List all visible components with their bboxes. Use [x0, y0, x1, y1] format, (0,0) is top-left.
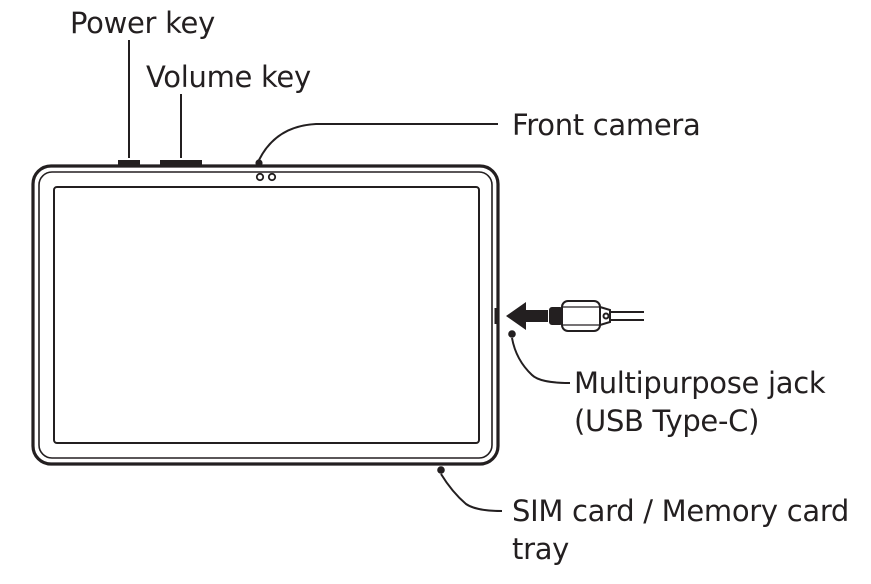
tablet [31, 164, 500, 466]
power-key-label: Power key [70, 6, 215, 40]
sim-card-tray-label-line1: SIM card / Memory card [512, 494, 850, 528]
sim-card-tray-label: SIM card / Memory card tray [512, 492, 849, 568]
sim-card-tray [437, 466, 503, 512]
tablet-inner-frame [38, 171, 493, 459]
front-camera-label: Front camera [512, 108, 701, 142]
multipurpose-jack [494, 308, 571, 384]
front-camera [255, 123, 498, 182]
multipurpose-jack-label-line1: Multipurpose jack [574, 366, 826, 400]
tablet-screen [53, 186, 480, 444]
power-key [118, 40, 140, 166]
usb-c-cable-icon [549, 300, 644, 332]
volume-key-label: Volume key [146, 60, 311, 94]
multipurpose-jack-label-line2: (USB Type-C) [574, 404, 760, 438]
sim-card-tray-label-line2: tray [512, 532, 570, 566]
volume-key [160, 94, 202, 166]
multipurpose-jack-label: Multipurpose jack (USB Type-C) [574, 364, 826, 440]
insert-arrow-icon [506, 302, 548, 330]
tablet-outer-frame [31, 164, 500, 466]
